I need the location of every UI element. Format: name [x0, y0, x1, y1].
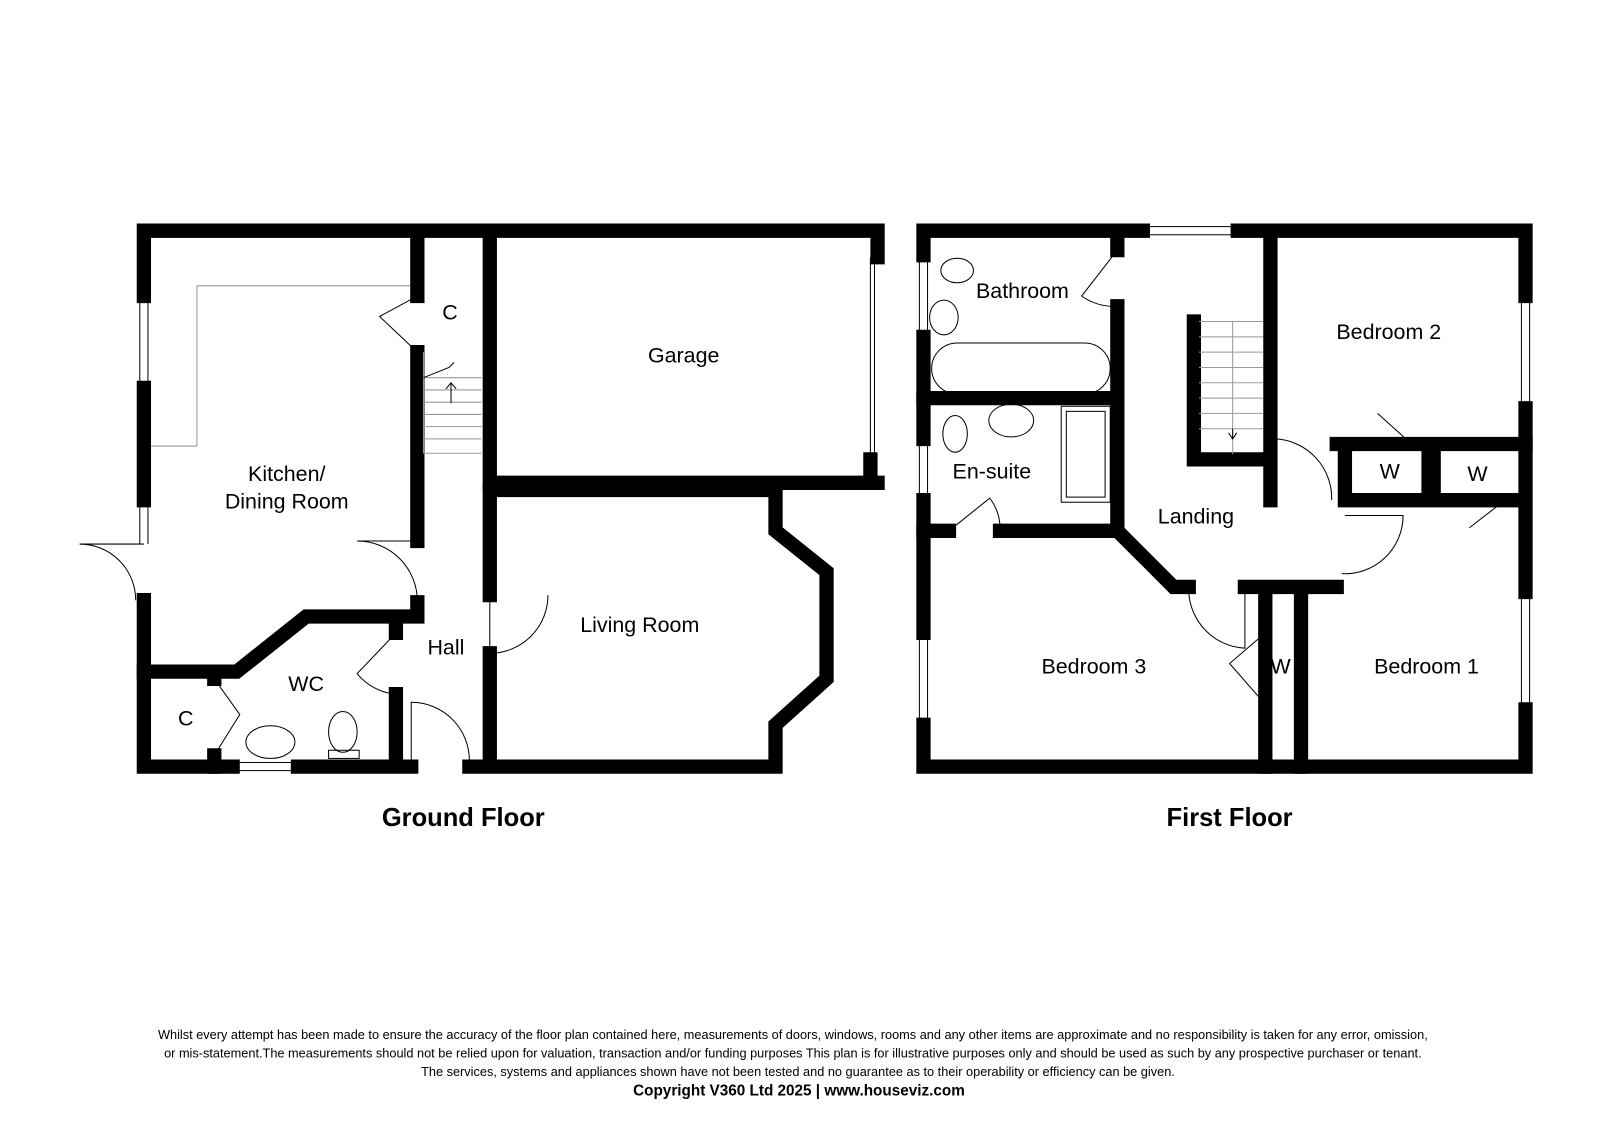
room-label-bedroom-1: Bedroom 1	[1374, 655, 1479, 679]
first-floor-plan: Bathroom En-suite Landing Bedroom 2 Bedr…	[916, 223, 1533, 832]
disclaimer-line: or mis-statement.The measurements should…	[164, 1046, 1422, 1061]
ground-floor-title: Ground Floor	[382, 804, 545, 832]
room-label-wardrobe: W	[1467, 462, 1488, 486]
room-label-dining-room: Dining Room	[225, 489, 349, 513]
copyright: Copyright V360 Ltd 2025 | www.houseviz.c…	[633, 1082, 965, 1099]
room-label-wardrobe: W	[1380, 460, 1401, 484]
room-label-wc: WC	[288, 672, 324, 696]
footer: Whilst every attempt has been made to en…	[158, 1027, 1428, 1099]
disclaimer-line: The services, systems and appliances sho…	[421, 1064, 1175, 1079]
room-label-garage: Garage	[648, 343, 719, 367]
disclaimer-line: Whilst every attempt has been made to en…	[158, 1027, 1428, 1042]
room-label-landing: Landing	[1158, 505, 1234, 529]
room-label-en-suite: En-suite	[953, 460, 1032, 484]
room-label-bathroom: Bathroom	[976, 279, 1069, 303]
first-floor-title: First Floor	[1167, 804, 1293, 832]
room-label-wc-cupboard: C	[178, 707, 193, 731]
room-label-wardrobe: W	[1270, 655, 1291, 679]
room-label-bedroom-2: Bedroom 2	[1336, 320, 1441, 344]
ground-floor-plan: Kitchen/ Dining Room C Garage Living Roo…	[79, 223, 885, 832]
room-label-hall: Hall	[427, 635, 464, 659]
room-label-bedroom-3: Bedroom 3	[1041, 655, 1146, 679]
room-label-living-room: Living Room	[580, 613, 699, 637]
room-label-cupboard: C	[442, 300, 457, 324]
room-label-kitchen: Kitchen/	[248, 462, 325, 486]
